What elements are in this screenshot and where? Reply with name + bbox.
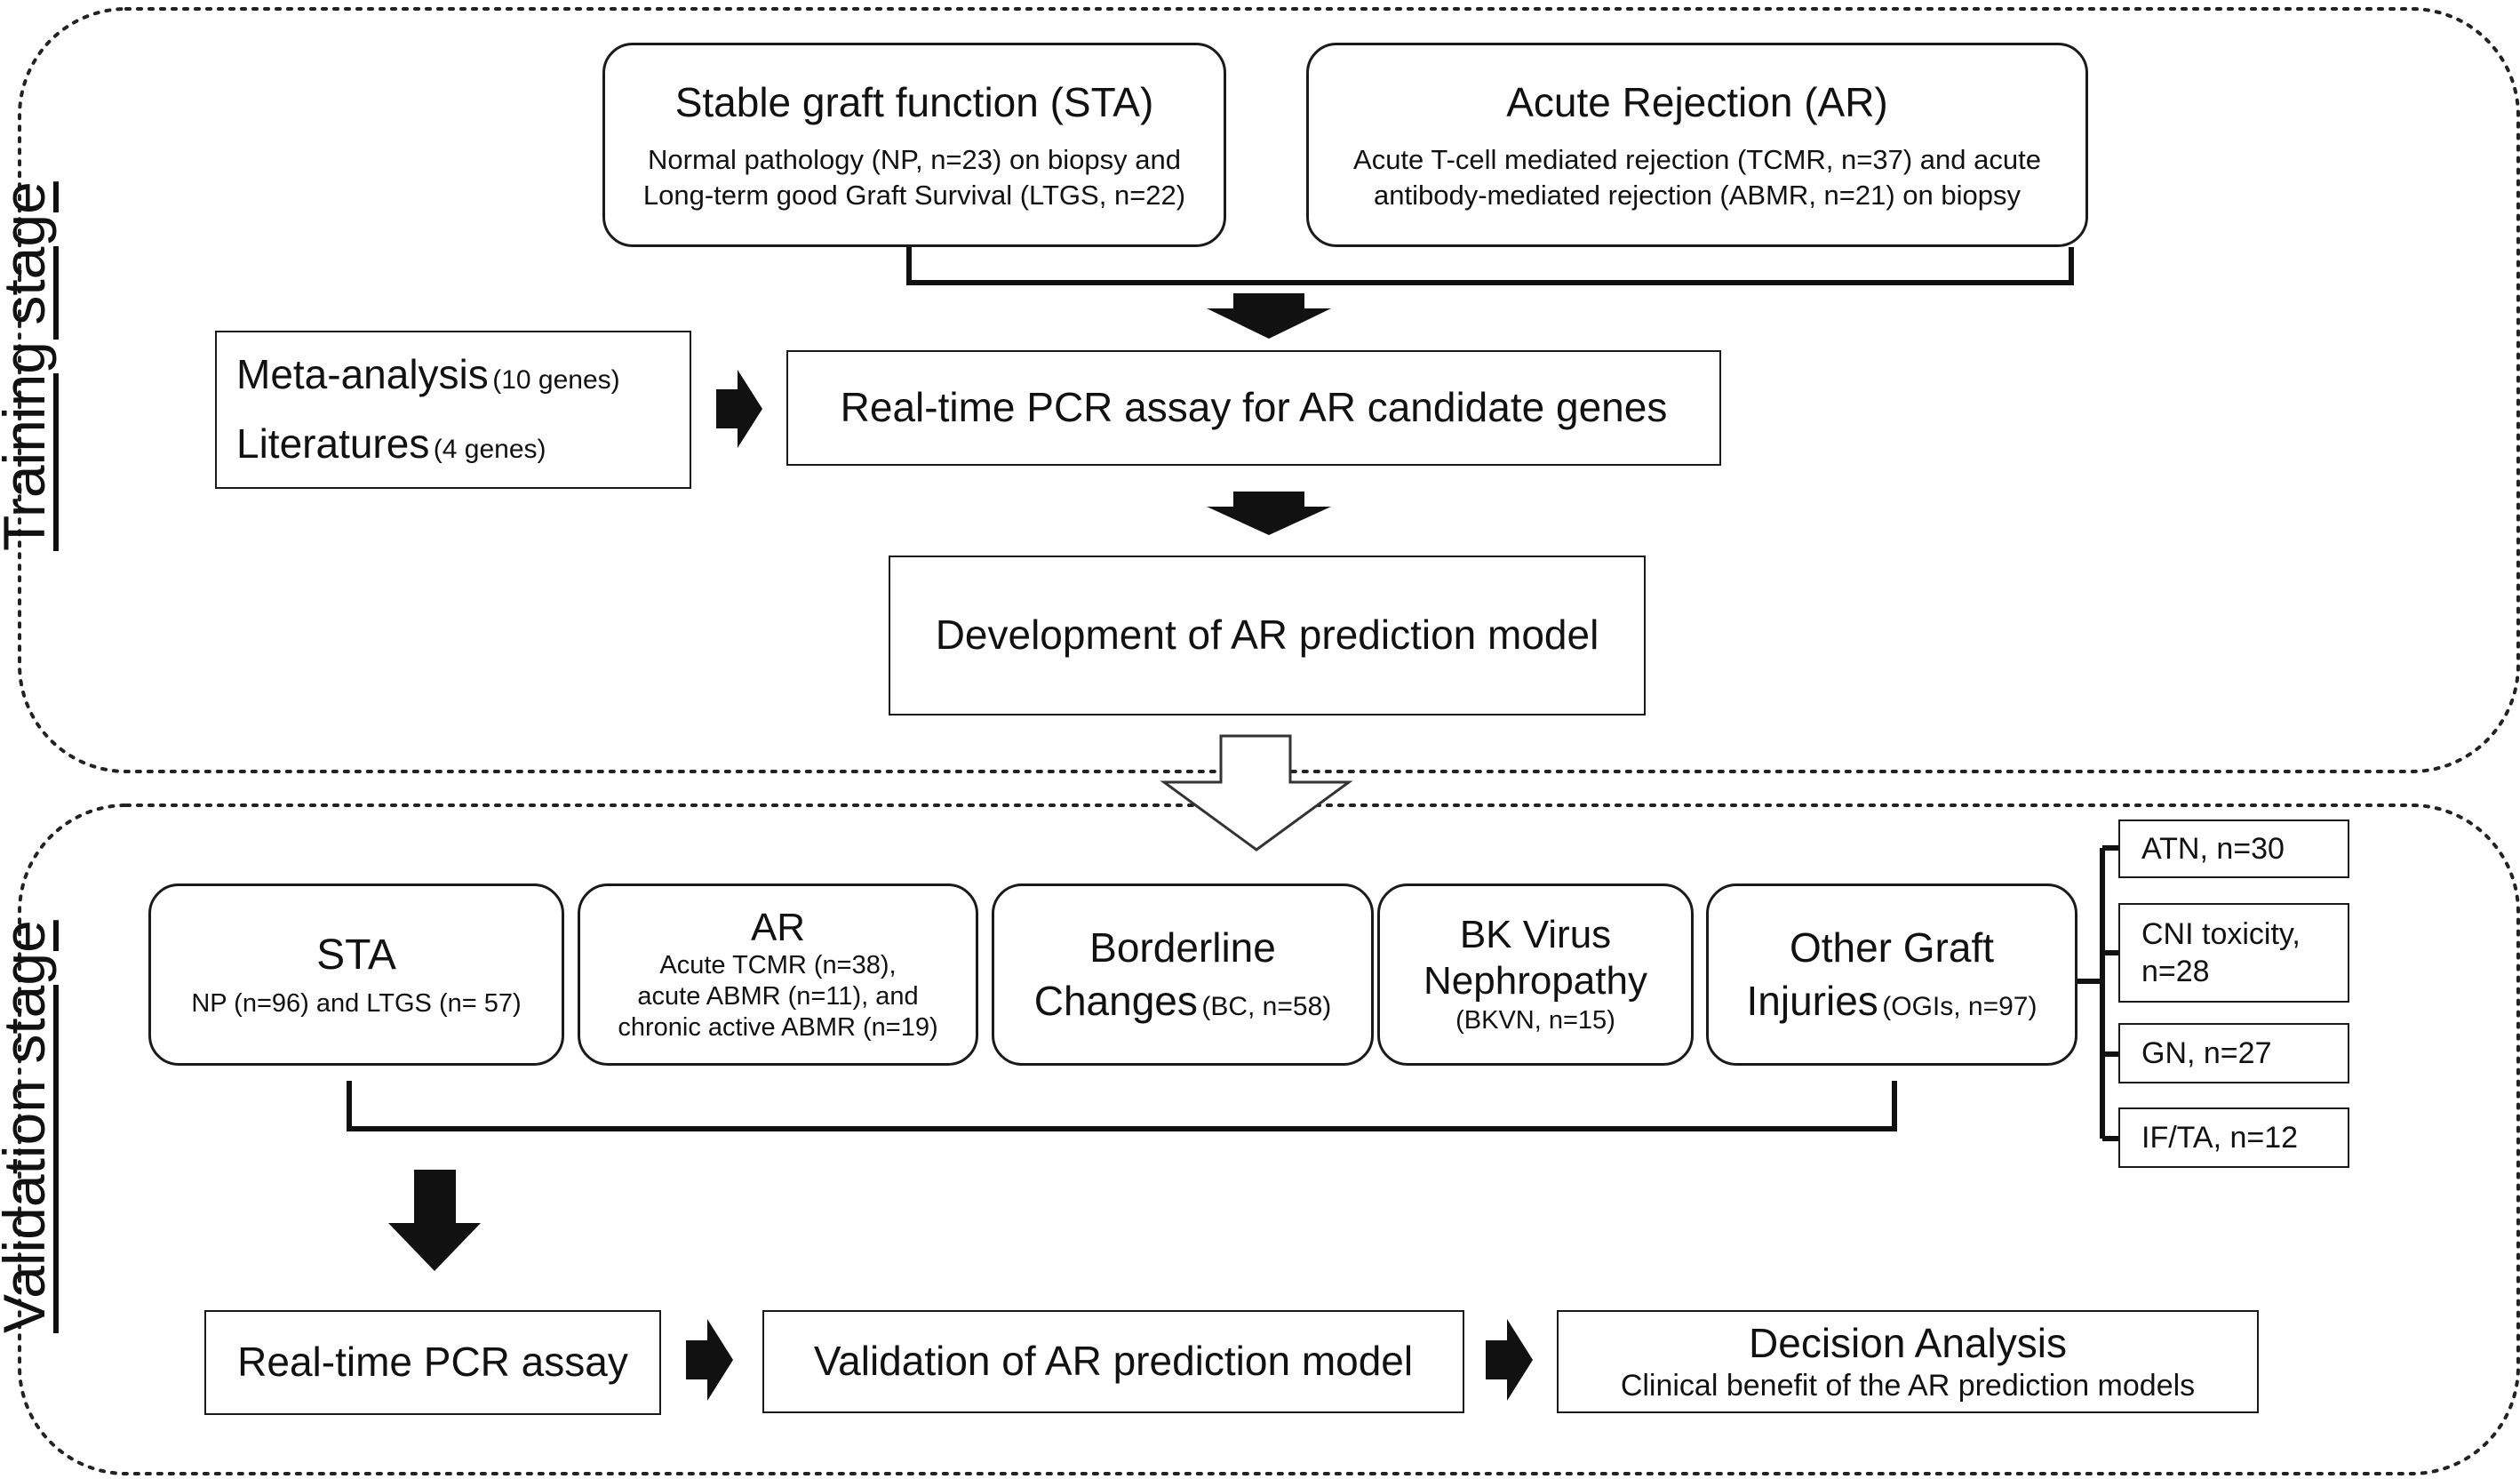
- training-ar-title: Acute Rejection (AR): [1506, 78, 1888, 125]
- training-ar-box: Acute Rejection (AR) Acute T-cell mediat…: [1306, 43, 2088, 247]
- ogi-title1: Other Graft: [1789, 923, 1995, 971]
- ogi-type-atn-line1: ATN, n=30: [2141, 831, 2285, 866]
- validation-ar-title: AR: [750, 906, 806, 949]
- gene-sources-box: Meta-analysis (10 genes) Literatures (4 …: [215, 331, 691, 489]
- bk-virus-box: BK Virus Nephropathy (BKVN, n=15): [1377, 883, 1694, 1066]
- ogi-type-atn: ATN, n=30: [2118, 819, 2349, 878]
- validation-sta-title: STA: [316, 931, 396, 979]
- training-ar-line1: Acute T-cell mediated rejection (TCMR, n…: [1353, 143, 2041, 175]
- other-graft-injuries-box: Other Graft Injuries (OGIs, n=97): [1706, 883, 2077, 1066]
- validation-ar-line1: Acute TCMR (n=38),: [659, 951, 897, 979]
- model-validation-box: Validation of AR prediction model: [762, 1310, 1464, 1413]
- ogi-type-cni-line1: CNI toxicity,: [2141, 916, 2301, 951]
- decision-analysis-sub: Clinical benefit of the AR prediction mo…: [1620, 1369, 2196, 1403]
- meta-analysis-label: Meta-analysis: [236, 351, 489, 398]
- validation-sta-box: STA NP (n=96) and LTGS (n= 57): [148, 883, 564, 1066]
- borderline-changes-box: Borderline Changes (BC, n=58): [992, 883, 1374, 1066]
- arrow-sources-to-pcr: [716, 370, 762, 448]
- arrow-groups-to-pcr: [1207, 293, 1331, 339]
- borderline-title1: Borderline: [1089, 923, 1276, 971]
- ogi-type-ifta-line1: IF/TA, n=12: [2141, 1120, 2299, 1155]
- ogi-branch-lines: [2077, 845, 2118, 1141]
- training-pcr-box: Real-time PCR assay for AR candidate gen…: [786, 350, 1721, 466]
- bk-virus-sub: (BKVN, n=15): [1455, 1006, 1615, 1035]
- meta-analysis-row: Meta-analysis (10 genes): [236, 348, 620, 402]
- validation-sta-sub: NP (n=96) and LTGS (n= 57): [191, 988, 522, 1018]
- validation-ar-box: AR Acute TCMR (n=38), acute ABMR (n=11),…: [578, 883, 978, 1066]
- literatures-count: (4 genes): [433, 435, 546, 464]
- ogi-title2: Injuries: [1746, 977, 1878, 1024]
- ogi-sub: (OGIs, n=97): [1882, 991, 2038, 1021]
- training-stage-label: Training stage: [0, 181, 57, 551]
- training-ar-line2: antibody-mediated rejection (ABMR, n=21)…: [1373, 179, 2022, 211]
- ogi-title2-row: Injuries (OGIs, n=97): [1747, 975, 2038, 1028]
- arrow-training-to-validation: [1160, 734, 1353, 851]
- validation-ar-line3: chronic active ABMR (n=19): [618, 1013, 938, 1042]
- validation-groups-bracket: [347, 1081, 1897, 1131]
- decision-analysis-box: Decision Analysis Clinical benefit of th…: [1557, 1310, 2259, 1413]
- ogi-type-cni: CNI toxicity, n=28: [2118, 903, 2349, 1003]
- borderline-sub: (BC, n=58): [1201, 991, 1332, 1021]
- arrow-pcr-to-model: [1207, 492, 1331, 535]
- borderline-title2: Changes: [1033, 977, 1198, 1024]
- training-sta-title: Stable graft function (STA): [674, 78, 1154, 125]
- arrow-validate-to-decision: [1486, 1319, 1533, 1401]
- arrow-groups-to-validation-pcr: [388, 1170, 481, 1271]
- validation-ar-line2: acute ABMR (n=11), and: [637, 982, 919, 1011]
- training-sta-line2: Long-term good Graft Survival (LTGS, n=2…: [642, 179, 1186, 211]
- ogi-type-gn: GN, n=27: [2118, 1023, 2349, 1083]
- validation-pcr-box: Real-time PCR assay: [204, 1310, 661, 1415]
- decision-analysis-title: Decision Analysis: [1749, 1320, 2067, 1366]
- bk-virus-title1: BK Virus: [1459, 913, 1612, 956]
- literatures-label: Literatures: [236, 420, 430, 467]
- training-sta-line1: Normal pathology (NP, n=23) on biopsy an…: [648, 143, 1181, 175]
- model-development-box: Development of AR prediction model: [889, 556, 1646, 716]
- ogi-type-ifta: IF/TA, n=12: [2118, 1107, 2349, 1168]
- literatures-row: Literatures (4 genes): [236, 418, 546, 471]
- borderline-title2-row: Changes (BC, n=58): [1034, 975, 1332, 1028]
- ogi-type-gn-line1: GN, n=27: [2141, 1035, 2272, 1070]
- validation-stage-label: Validation stage: [0, 920, 57, 1333]
- training-groups-bracket: [906, 247, 2074, 285]
- meta-analysis-count: (10 genes): [492, 365, 620, 396]
- arrow-pcr-to-validate: [686, 1319, 733, 1401]
- bk-virus-title2: Nephropathy: [1423, 959, 1647, 1003]
- training-sta-box: Stable graft function (STA) Normal patho…: [602, 43, 1226, 247]
- ogi-type-cni-line2: n=28: [2141, 955, 2210, 988]
